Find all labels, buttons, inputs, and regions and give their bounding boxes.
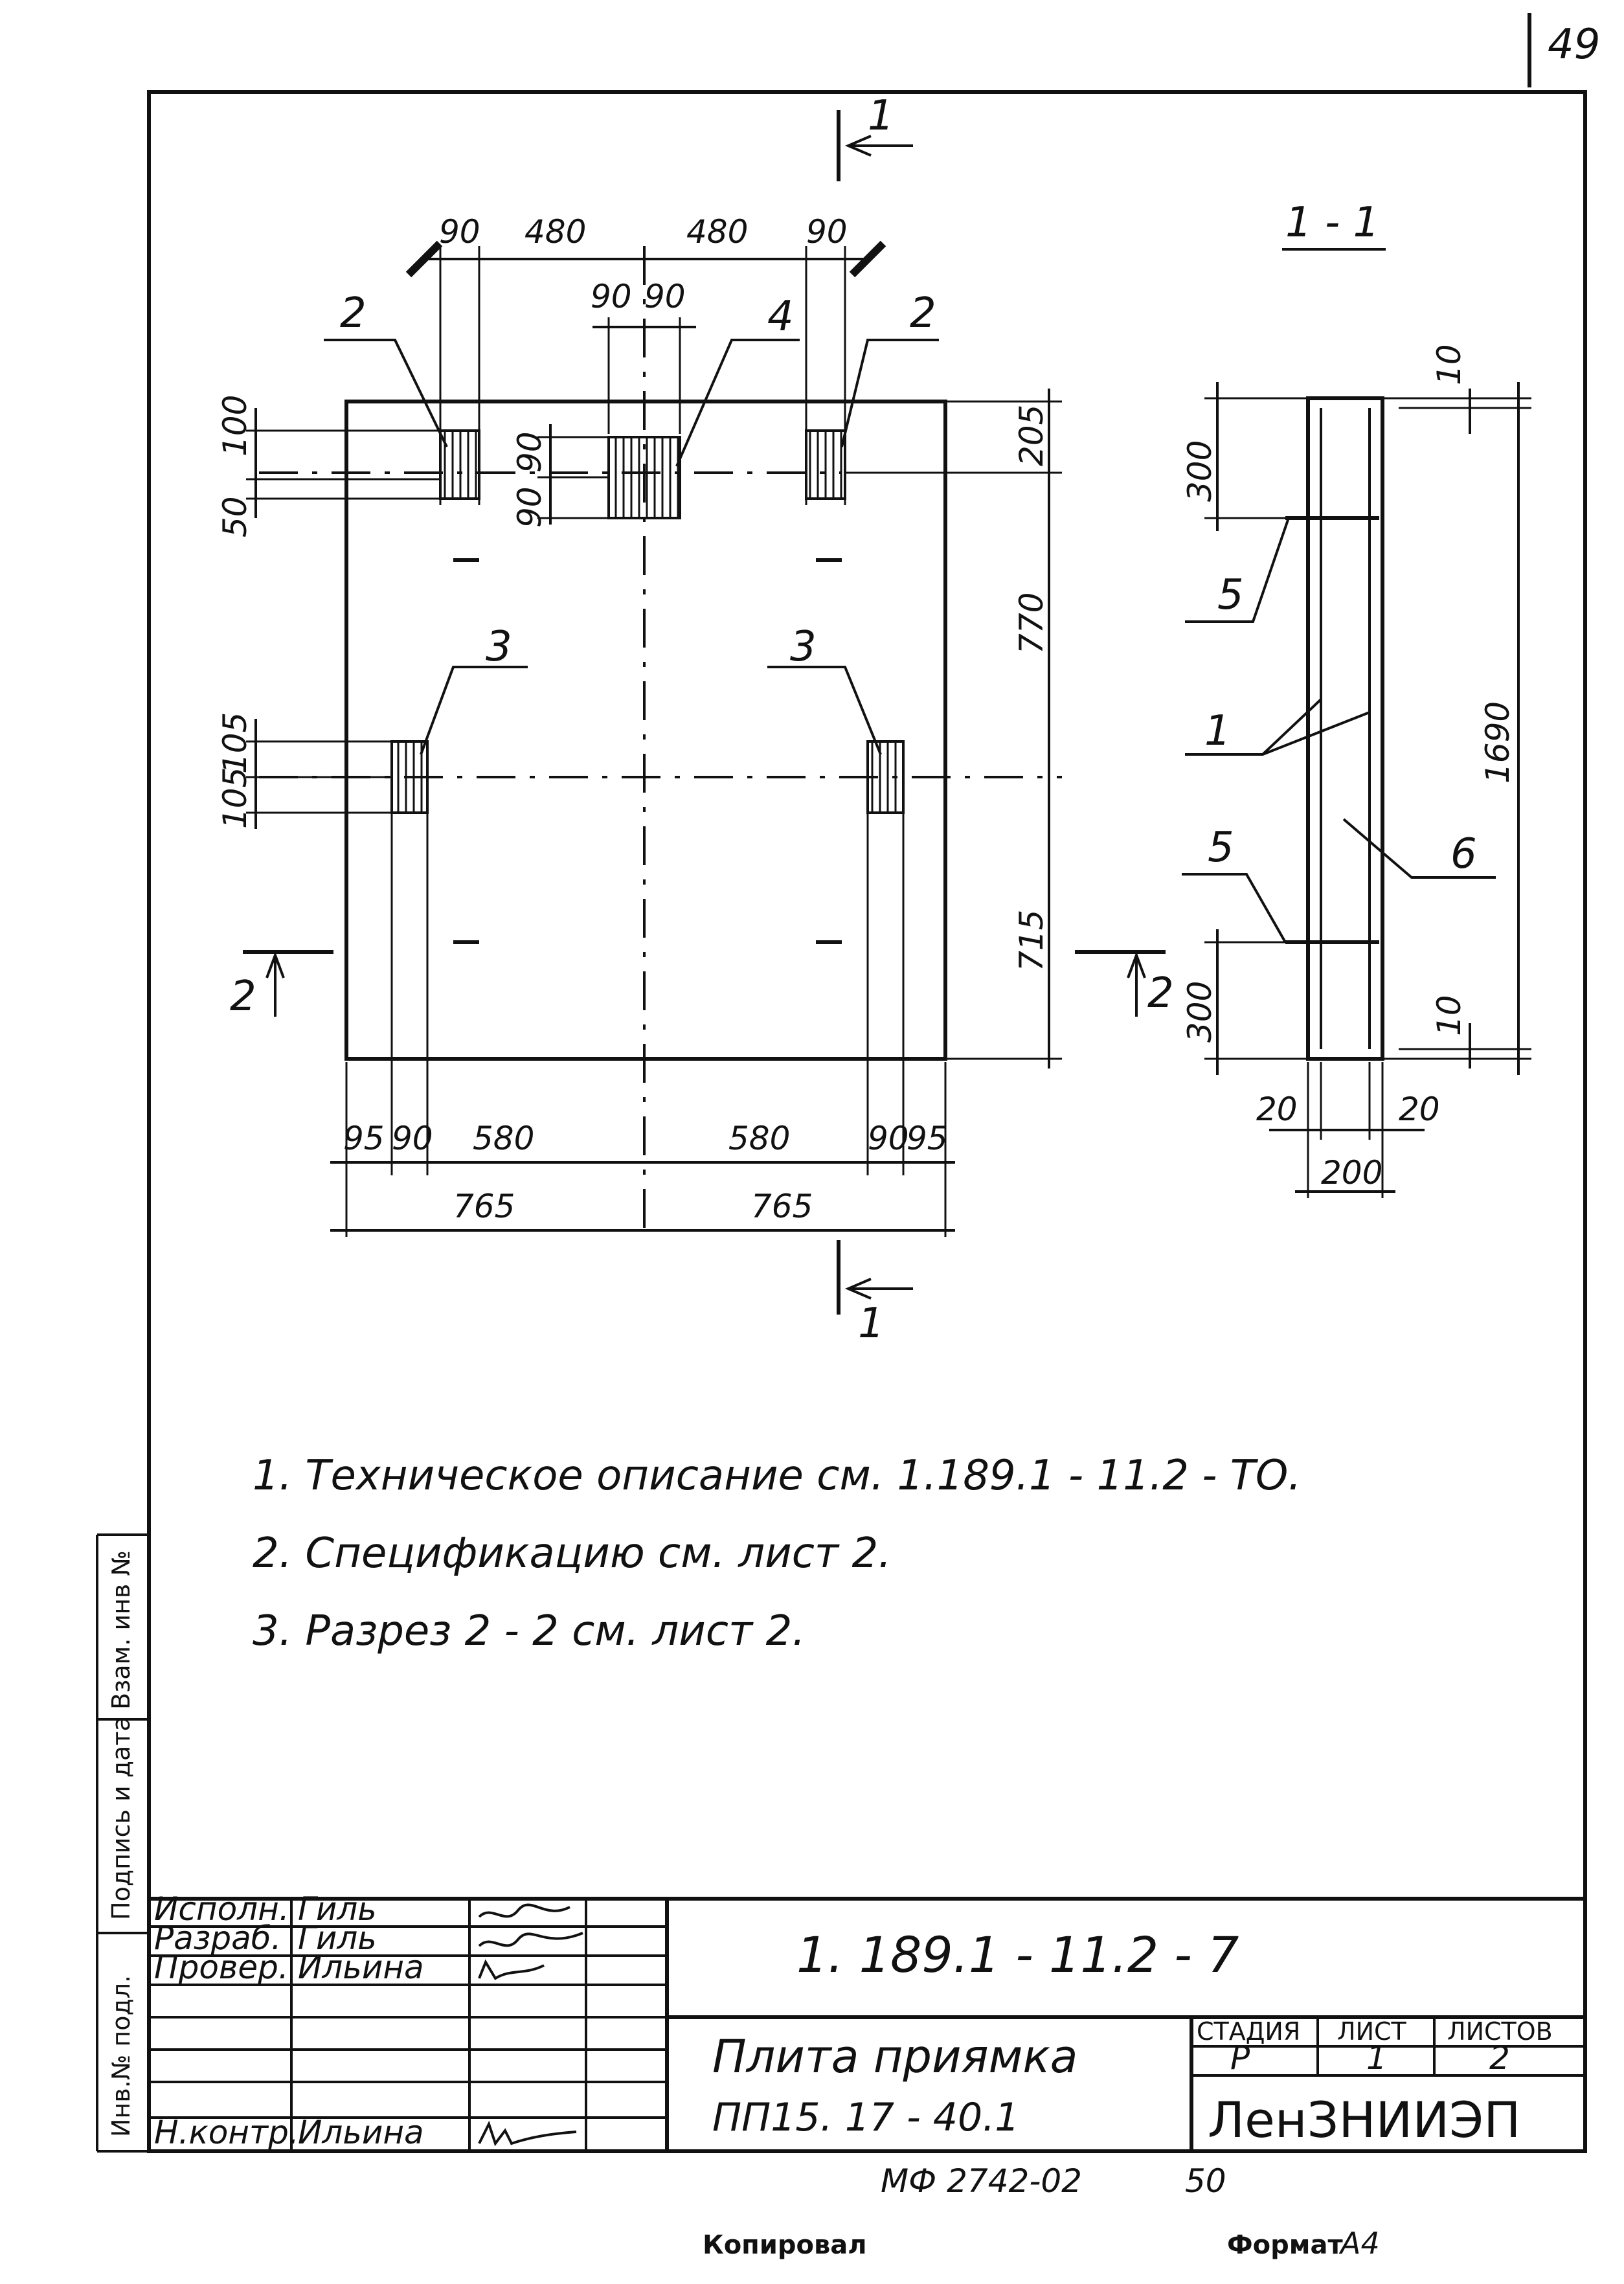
section-mark-2-right: 2 <box>1147 969 1174 1017</box>
dim-bottom-580b: 580 <box>728 1120 790 1157</box>
dim-right-715: 715 <box>1013 910 1050 971</box>
signature-nkontr <box>478 2120 577 2147</box>
section-callout-1: 1 <box>1204 707 1231 755</box>
name-prover: Ильина <box>298 1949 424 1986</box>
title-block: Исполн. Разраб. Провер. Н.контр. Гиль Ги… <box>149 1890 1585 2151</box>
section-mark-1-top: 1 <box>868 92 894 140</box>
section-dim-20a: 20 <box>1256 1091 1298 1128</box>
footer-format-label: Формат <box>1227 2230 1343 2260</box>
dim-left-105a: 105 <box>216 712 254 774</box>
name-ispoln: Гиль <box>298 1890 377 1928</box>
dim-right-205: 205 <box>1013 405 1050 466</box>
section-1-1: 1 - 1 300 300 10 1690 10 20 20 <box>1181 199 1531 1198</box>
dim-mid-1: 90 <box>644 278 686 315</box>
dim-bottom-95b: 95 <box>907 1120 948 1157</box>
sheet-frame <box>147 90 1587 2153</box>
note-3: 3. Разрез 2 - 2 см. лист 2. <box>253 1607 806 1655</box>
organization: ЛенЗНИИЭП <box>1208 2091 1520 2149</box>
stage-header: СТАДИЯ <box>1197 2017 1300 2046</box>
signature-prover <box>478 1959 545 1980</box>
doc-name-line2: ПП15. 17 - 40.1 <box>712 2095 1019 2140</box>
page-number: 49 <box>1548 21 1600 69</box>
callout-4: 4 <box>767 293 794 341</box>
dim-bottom-95a: 95 <box>343 1120 385 1157</box>
section-dim-10b: 10 <box>1430 995 1468 1036</box>
role-nkontr: Н.контр. <box>154 2114 299 2151</box>
notes: 1. Техническое описание см. 1.189.1 - 11… <box>253 1452 1302 1655</box>
stamp-inv-podl: Инв.№ подл. <box>107 1975 135 2137</box>
callout-3-left: 3 <box>486 623 512 671</box>
section-callout-5-bottom: 5 <box>1208 824 1234 872</box>
dim-left-50: 50 <box>216 496 254 537</box>
signature-razrab <box>478 1932 583 1947</box>
name-razrab: Гиль <box>298 1919 377 1957</box>
callout-2-right: 2 <box>910 289 936 337</box>
dim-mid-0: 90 <box>591 278 632 315</box>
doc-name-line1: Плита приямка <box>712 2030 1078 2083</box>
sheets-value: 2 <box>1489 2039 1510 2077</box>
name-nkontr: Ильина <box>298 2114 424 2151</box>
note-1: 1. Техническое описание см. 1.189.1 - 11… <box>253 1452 1302 1500</box>
dim-bottom-90b: 90 <box>868 1120 909 1157</box>
section-callout-5-top: 5 <box>1217 571 1244 619</box>
plan-view: 90 480 480 90 90 90 2 4 2 3 3 100 50 90 … <box>216 92 1174 1348</box>
opening-2-left <box>439 429 480 500</box>
dim-bottom-90a: 90 <box>392 1120 433 1157</box>
role-prover: Провер. <box>154 1949 289 1986</box>
stage-value: Р <box>1230 2039 1250 2077</box>
doc-code: 1. 189.1 - 11.2 - 7 <box>796 1926 1239 1984</box>
section-title: 1 - 1 <box>1285 199 1379 247</box>
footer: МФ 2742-02 50 Копировал Формат А4 <box>703 2162 1380 2261</box>
section-mark-1-bottom: 1 <box>858 1300 885 1348</box>
dim-right-770: 770 <box>1013 593 1050 654</box>
dim-top-3: 90 <box>806 213 848 251</box>
footer-format-value: А4 <box>1338 2226 1380 2261</box>
section-callout-6: 6 <box>1450 830 1477 878</box>
dim-bottom-580a: 580 <box>473 1120 534 1157</box>
dim-top-0: 90 <box>439 213 480 251</box>
opening-4 <box>607 436 681 519</box>
stamp-vzam-inv: Взам. инв № <box>107 1550 135 1710</box>
section-dim-300a: 300 <box>1181 440 1219 502</box>
dim-top-1: 480 <box>524 213 586 251</box>
section-mark-2-left: 2 <box>230 973 256 1021</box>
callout-3-right: 3 <box>790 623 817 671</box>
opening-2-right <box>805 429 846 500</box>
sheets-header: ЛИСТОВ <box>1447 2017 1553 2046</box>
dim-hole4-90b: 90 <box>511 486 548 528</box>
plate-outline <box>344 400 947 1061</box>
footer-copied: Копировал <box>703 2230 867 2260</box>
callout-2-left: 2 <box>340 289 367 337</box>
role-ispoln: Исполн. <box>154 1890 289 1928</box>
sheet-value: 1 <box>1366 2039 1387 2077</box>
stamp-signature-date: Подпись и дата <box>107 1716 135 1920</box>
section-outline <box>1306 396 1384 1061</box>
dim-bottom-765a: 765 <box>453 1188 515 1225</box>
section-dim-200: 200 <box>1321 1154 1382 1192</box>
note-2: 2. Спецификацию см. лист 2. <box>253 1530 892 1577</box>
dim-top-2: 480 <box>686 213 748 251</box>
section-dim-10a: 10 <box>1430 344 1468 385</box>
section-dim-1690: 1690 <box>1479 701 1517 784</box>
sheet-header: ЛИСТ <box>1337 2017 1407 2046</box>
section-dim-20b: 20 <box>1399 1091 1440 1128</box>
footer-num: 50 <box>1185 2162 1226 2200</box>
dim-left-105b: 105 <box>216 767 254 829</box>
dim-bottom-765b: 765 <box>751 1188 813 1225</box>
signature-ispoln <box>478 1903 570 1918</box>
role-razrab: Разраб. <box>154 1919 281 1957</box>
dim-left-100: 100 <box>216 395 254 457</box>
side-stamp: Инв.№ подл. Подпись и дата Взам. инв № <box>96 1533 149 2153</box>
section-dim-300b: 300 <box>1181 981 1219 1043</box>
opening-3-right <box>866 740 905 814</box>
dim-hole4-90a: 90 <box>511 431 548 473</box>
footer-code: МФ 2742-02 <box>881 2162 1082 2200</box>
